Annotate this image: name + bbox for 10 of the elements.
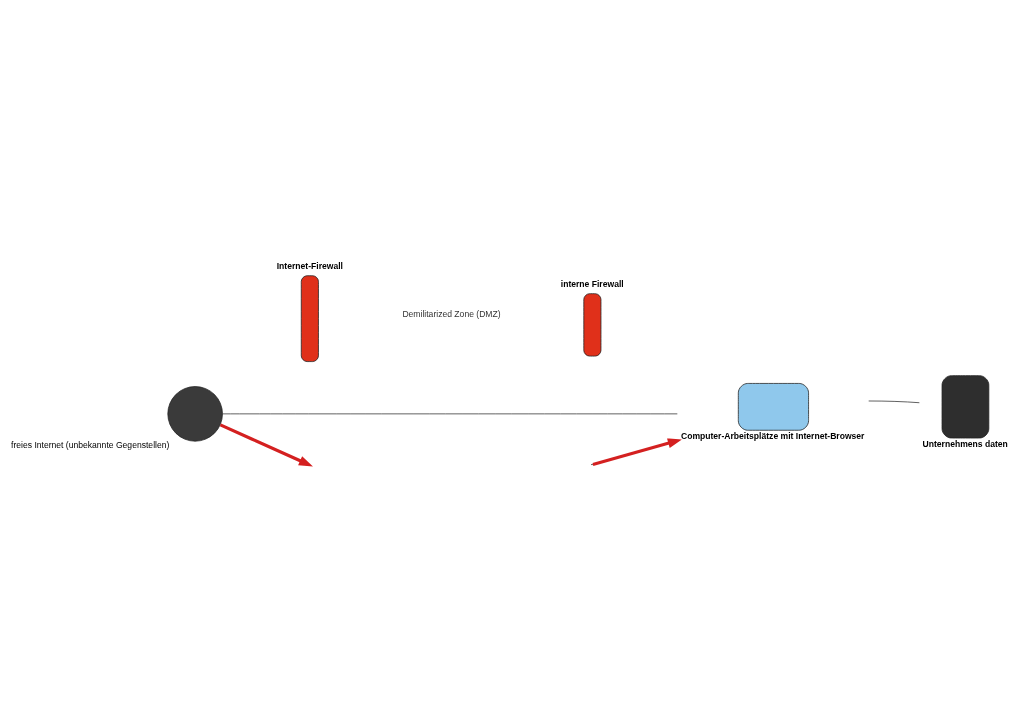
arrow [592,438,682,466]
node-circle [167,385,223,442]
connector [222,413,678,414]
node-label: Unternehmens daten [922,438,1008,449]
node-label: freies Internet (unbekannte Gegenstellen) [11,439,170,450]
node-label: interne Firewall [560,278,624,289]
connector [868,400,920,403]
node-label: Internet-Firewall [276,260,343,271]
node-label: Computer-Arbeitsplätze mit Internet-Browser [680,430,865,441]
label: Demilitarized Zone (DMZ) [402,308,501,319]
